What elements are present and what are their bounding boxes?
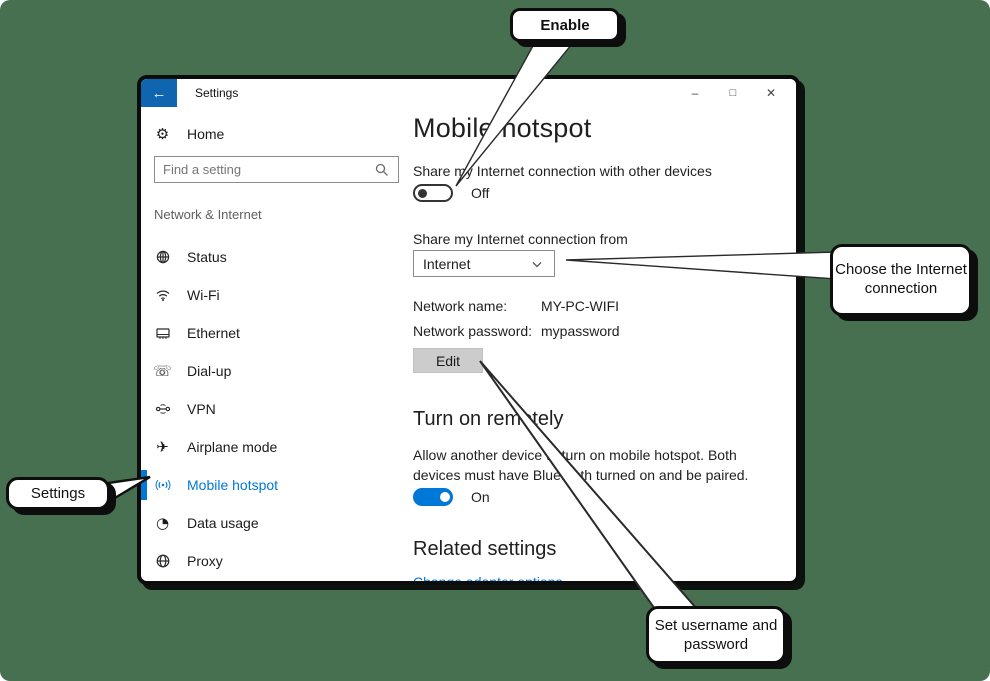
sidebar-item-label: Status [187, 249, 227, 265]
vpn-icon [154, 401, 171, 418]
sidebar-item-airplane-mode[interactable]: ✈ Airplane mode [141, 428, 413, 466]
main-panel: Mobile hotspot Share my Internet connect… [413, 107, 796, 581]
related-settings-title: Related settings [413, 538, 557, 560]
sidebar-item-data-usage[interactable]: ◔ Data usage [141, 504, 413, 542]
set-credentials-callout: Set username and password [646, 606, 786, 664]
ethernet-icon [154, 325, 171, 342]
sidebar-item-dialup[interactable]: ☏ Dial-up [141, 352, 413, 390]
title-bar: ← Settings – □ ✕ [141, 79, 796, 107]
sidebar-item-vpn[interactable]: VPN [141, 390, 413, 428]
sidebar-item-label: Dial-up [187, 363, 232, 379]
network-password-label: Network password: [413, 323, 533, 339]
edit-button[interactable]: Edit [413, 348, 483, 373]
turn-on-remotely-title: Turn on remotely [413, 408, 564, 430]
network-name-row: Network name: MY-PC-WIFI [413, 298, 619, 314]
sidebar-item-mobile-hotspot[interactable]: Mobile hotspot [141, 466, 413, 504]
airplane-icon: ✈ [156, 438, 169, 456]
settings-callout-text: Settings [30, 485, 86, 502]
remote-description: Allow another device to turn on mobile h… [413, 447, 749, 484]
search-icon [373, 161, 390, 178]
set-credentials-callout-text: Set username and password [654, 616, 778, 654]
settings-callout: Settings [6, 477, 110, 510]
network-name-label: Network name: [413, 298, 508, 314]
sidebar-item-label: Ethernet [187, 325, 240, 341]
search-input[interactable] [163, 162, 373, 177]
chevron-down-icon [528, 255, 545, 272]
network-password-value: mypassword [541, 323, 620, 339]
minimize-button[interactable]: – [691, 86, 699, 100]
remote-toggle[interactable] [413, 488, 453, 506]
sidebar-section-label: Network & Internet [154, 207, 262, 222]
maximize-button[interactable]: □ [729, 87, 737, 99]
window-controls: – □ ✕ [676, 79, 790, 107]
share-connection-label: Share my Internet connection with other … [413, 163, 712, 179]
sidebar-item-ethernet[interactable]: Ethernet [141, 314, 413, 352]
enable-callout-text: Enable [540, 16, 590, 34]
network-password-row: Network password: mypassword [413, 323, 620, 339]
toggle-knob [418, 188, 427, 198]
sidebar-item-proxy[interactable]: Proxy [141, 542, 413, 580]
share-toggle-row: Off [413, 184, 489, 202]
share-toggle-state: Off [471, 185, 490, 201]
globe-icon [154, 553, 171, 570]
sidebar-item-label: Airplane mode [187, 439, 278, 455]
settings-window: ← Settings – □ ✕ ⚙ Home [137, 75, 800, 585]
sidebar-item-wifi[interactable]: Wi-Fi [141, 276, 413, 314]
remote-toggle-state: On [471, 489, 490, 505]
change-adapter-options-link[interactable]: Change adapter options [413, 574, 563, 585]
close-button[interactable]: ✕ [765, 86, 777, 100]
enable-callout: Enable [510, 8, 620, 42]
gear-icon: ⚙ [155, 124, 170, 143]
home-label: Home [187, 125, 225, 142]
toggle-knob [440, 492, 450, 502]
dropdown-selected-value: Internet [423, 255, 471, 272]
wifi-icon [154, 287, 171, 304]
sidebar-item-label: VPN [187, 401, 216, 417]
sidebar-item-label: Data usage [187, 515, 259, 531]
sidebar: ⚙ Home Network & Internet Status [141, 107, 413, 581]
remote-toggle-row: On [413, 488, 490, 506]
data-usage-icon: ◔ [155, 514, 170, 532]
back-arrow-icon: ← [151, 84, 167, 102]
network-name-value: MY-PC-WIFI [541, 298, 620, 314]
sidebar-nav: Status Wi-Fi Ethernet [141, 238, 413, 580]
hotspot-icon [154, 477, 171, 494]
share-toggle[interactable] [413, 184, 453, 202]
sidebar-item-status[interactable]: Status [141, 238, 413, 276]
choose-internet-callout-text: Choose the Internet connection [835, 261, 967, 297]
window-title: Settings [195, 86, 239, 100]
dialup-phone-icon: ☏ [153, 362, 172, 380]
sidebar-item-label: Mobile hotspot [187, 477, 279, 493]
selected-indicator-bar [141, 470, 147, 500]
choose-internet-callout: Choose the Internet connection [830, 244, 972, 316]
sidebar-item-label: Wi-Fi [187, 287, 220, 303]
network-status-icon [154, 249, 171, 266]
search-box[interactable] [154, 156, 399, 183]
connection-dropdown[interactable]: Internet [413, 250, 555, 277]
back-button[interactable]: ← [141, 79, 177, 107]
sidebar-item-home[interactable]: ⚙ Home [154, 124, 413, 143]
page-title: Mobile hotspot [413, 113, 592, 143]
share-from-label: Share my Internet connection from [413, 231, 628, 247]
sidebar-item-label: Proxy [187, 553, 223, 569]
